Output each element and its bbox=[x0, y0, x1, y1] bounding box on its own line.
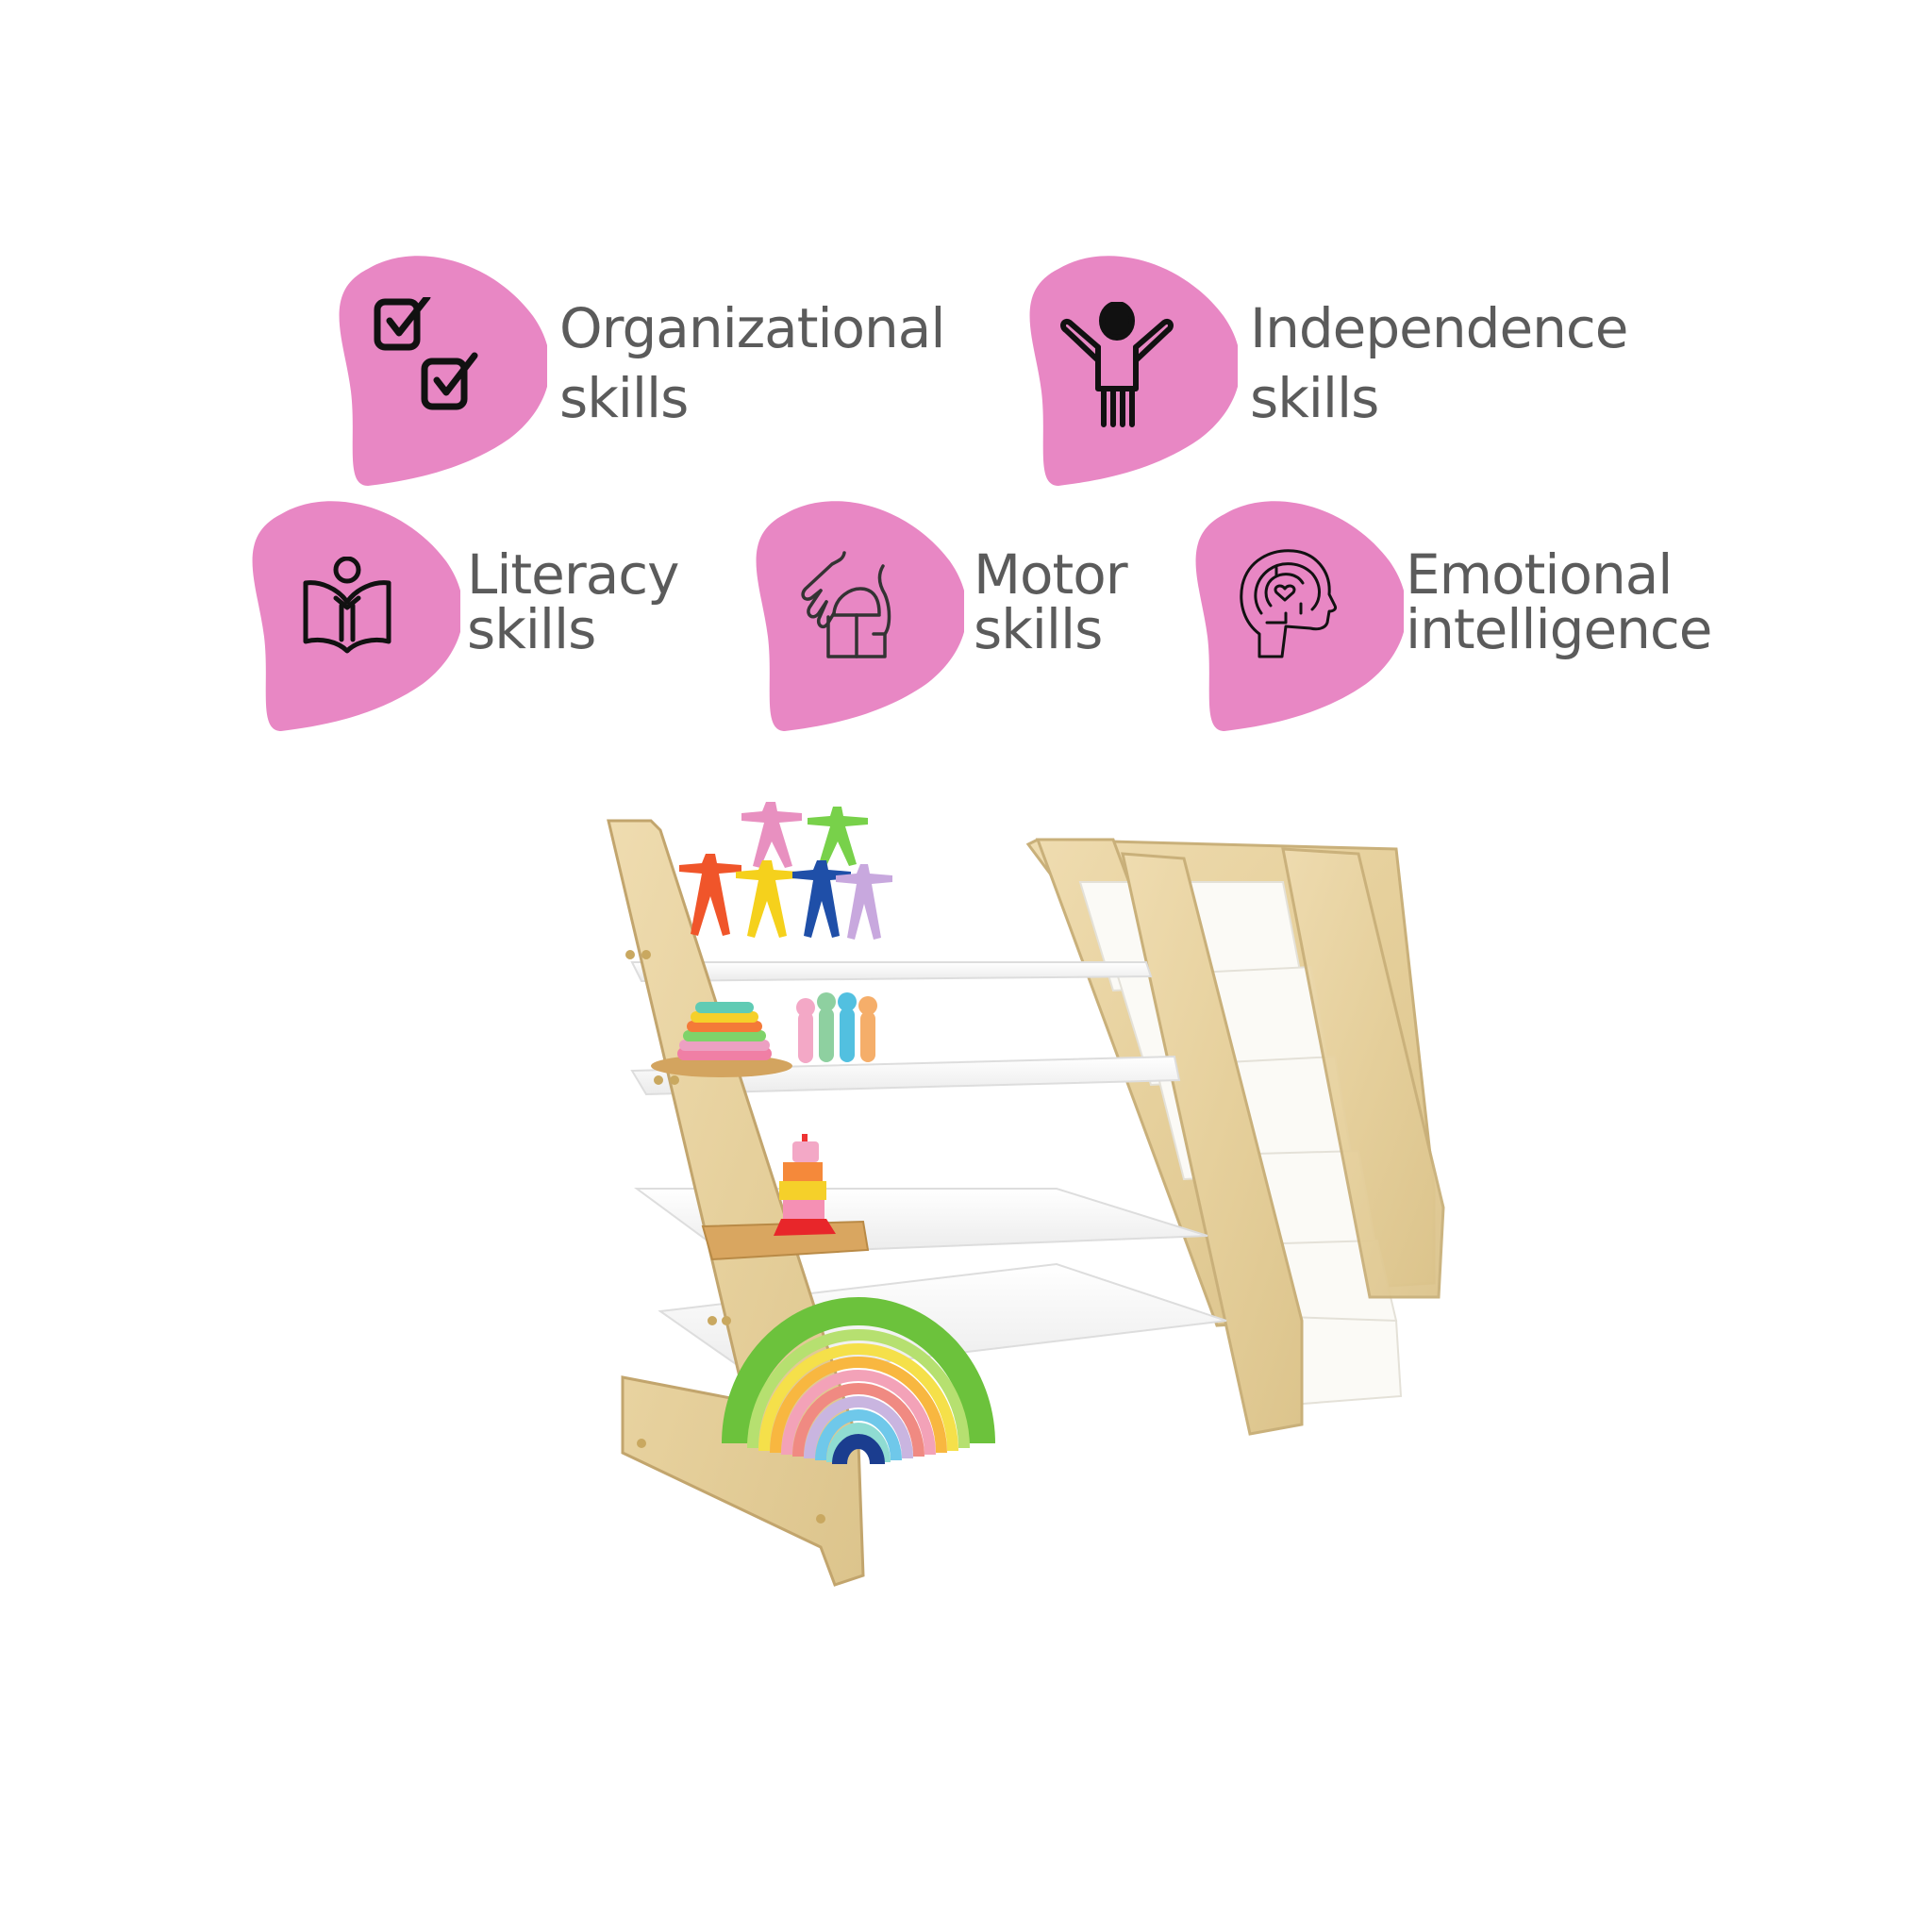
feature-label-line2: skills bbox=[559, 366, 689, 430]
feature-emotional-intelligence: Emotional intelligence bbox=[1187, 495, 1715, 731]
child-arms-raised-icon bbox=[1060, 302, 1174, 427]
feature-motor-skills: Motor skills bbox=[747, 495, 1143, 731]
feature-label: Emotional intelligence bbox=[1406, 542, 1712, 661]
feature-label: Organizational skills bbox=[559, 296, 945, 430]
stacking-rings bbox=[651, 1002, 792, 1077]
feature-organizational-skills: Organizational skills bbox=[330, 250, 991, 486]
feature-label-line1: Literacy bbox=[467, 542, 679, 607]
feature-label-line1: Organizational bbox=[559, 296, 945, 360]
feature-label-line1: Independence bbox=[1250, 296, 1628, 360]
feature-label-line2: skills bbox=[974, 597, 1103, 661]
feature-label: Independence skills bbox=[1250, 296, 1628, 430]
feature-label-line2: skills bbox=[1250, 366, 1379, 430]
peg-dolls bbox=[796, 992, 877, 1063]
feature-label-line1: Motor bbox=[974, 542, 1128, 607]
product-image-bookshelf bbox=[607, 802, 1445, 1587]
feature-label: Literacy skills bbox=[467, 542, 679, 661]
checklist-icon bbox=[374, 297, 478, 410]
feature-literacy-skills: Literacy skills bbox=[243, 495, 734, 731]
feature-label-line1: Emotional bbox=[1406, 542, 1673, 607]
hand-grasping-block-icon bbox=[801, 551, 891, 658]
feature-label-line2: skills bbox=[467, 597, 596, 661]
feature-independence-skills: Independence skills bbox=[1021, 250, 1681, 486]
head-heart-maze-icon bbox=[1240, 549, 1337, 658]
feature-label-line2: intelligence bbox=[1406, 597, 1712, 661]
shape-sorter-stacker bbox=[701, 1134, 870, 1261]
rainbow-stacker bbox=[722, 1297, 995, 1465]
reader-with-book-icon bbox=[303, 557, 391, 654]
balancing-figures bbox=[679, 802, 892, 940]
feature-label: Motor skills bbox=[974, 542, 1128, 661]
